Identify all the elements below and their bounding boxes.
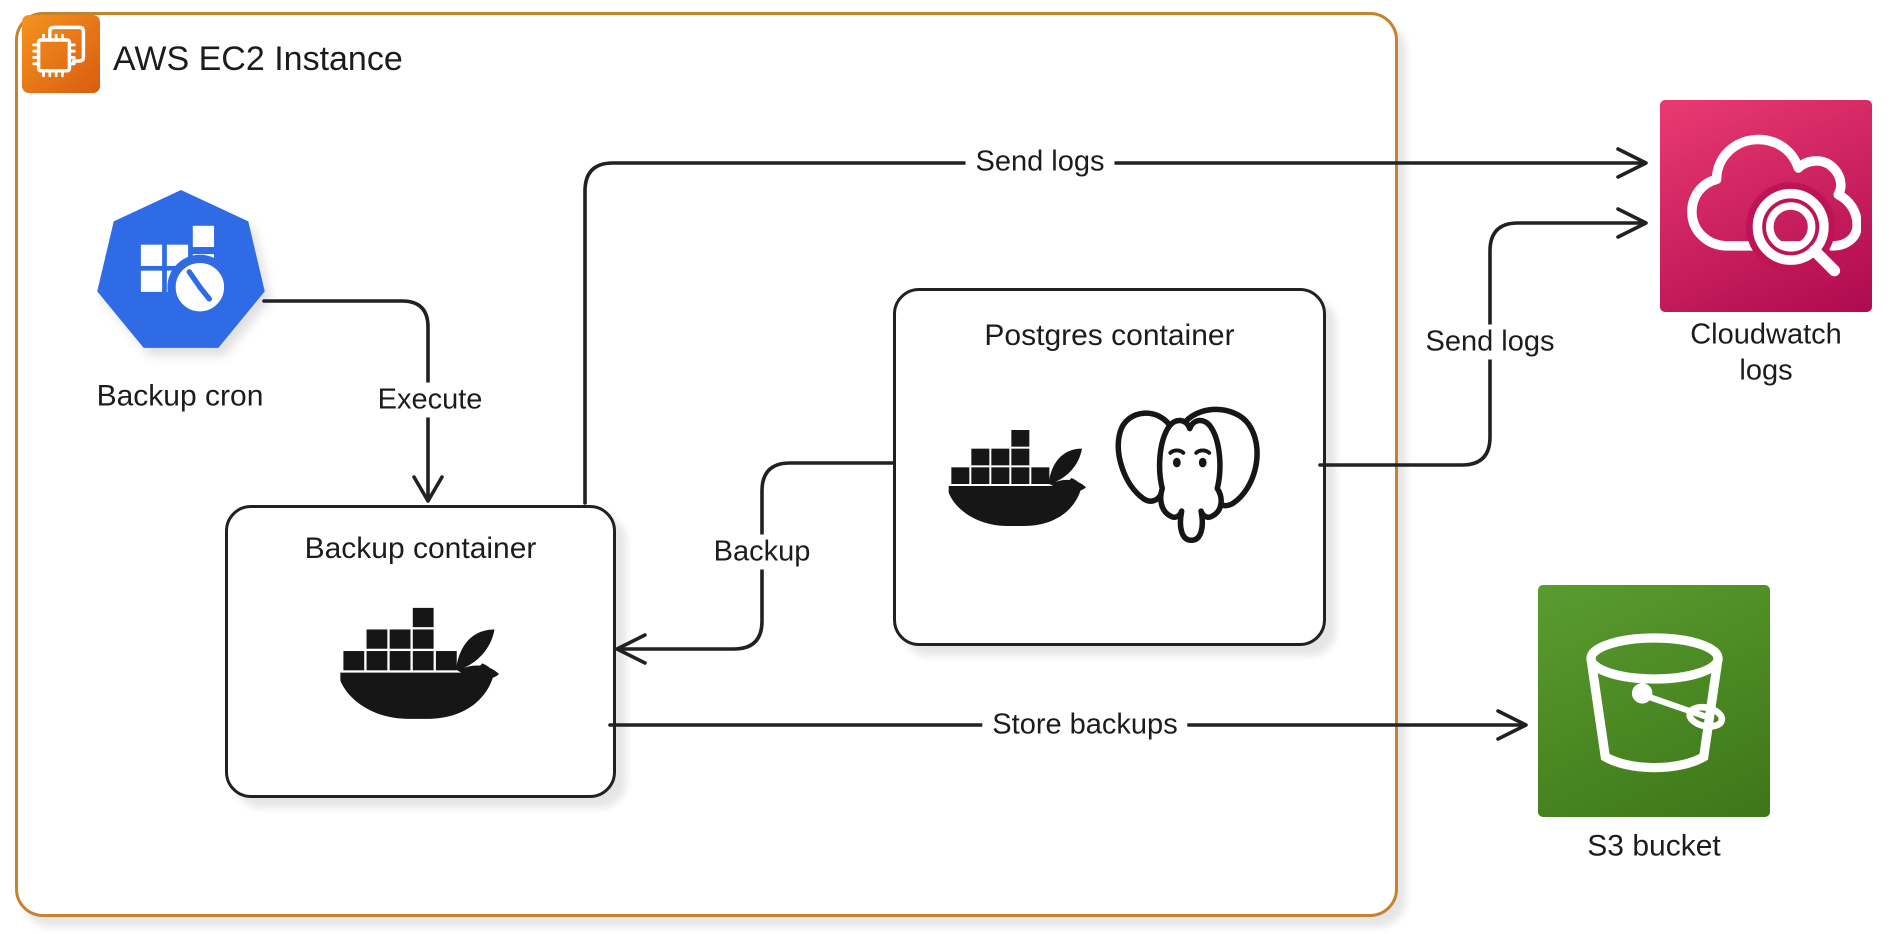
- postgres-container-title: Postgres container: [984, 319, 1235, 352]
- docker-icon: [948, 430, 1086, 526]
- kubernetes-cronjob-icon: [97, 190, 265, 348]
- s3-bucket-icon: [1538, 585, 1770, 817]
- cronjob-glyph: [140, 225, 233, 320]
- cloud-search-glyph: [1687, 134, 1861, 283]
- arrowhead-store-backups: [1496, 709, 1528, 741]
- backup-container-node: Backup container: [225, 505, 616, 798]
- edge-label-send-logs-right: Send logs: [1415, 324, 1565, 360]
- postgres-icons-row: [938, 401, 1282, 563]
- cloudwatch-label-line2: logs: [1739, 354, 1793, 387]
- postgres-container-node: Postgres container: [893, 288, 1326, 646]
- postgresql-icon: [1115, 406, 1260, 544]
- edge-label-backup: Backup: [703, 534, 821, 570]
- edge-label-store-backups: Store backups: [982, 707, 1188, 743]
- backup-container-title: Backup container: [304, 532, 537, 565]
- s3-label: S3 bucket: [1587, 829, 1721, 863]
- arrowhead-send-logs-right: [1616, 207, 1648, 239]
- bucket-glyph: [1585, 632, 1725, 772]
- backup-cron-label: Backup cron: [96, 379, 264, 413]
- edge-label-execute: Execute: [367, 382, 493, 418]
- group-title: AWS EC2 Instance: [113, 40, 403, 78]
- arrowhead-send-logs-top: [1616, 147, 1648, 179]
- docker-icon: [340, 607, 500, 719]
- backup-cron-node: [95, 190, 267, 356]
- edge-label-send-logs-top: Send logs: [965, 144, 1115, 180]
- cloudwatch-label-line1: Cloudwatch: [1690, 318, 1842, 351]
- ec2-chip-glyph: [32, 25, 86, 78]
- cloudwatch-logs-icon: [1660, 100, 1872, 312]
- ec2-icon: [22, 15, 100, 93]
